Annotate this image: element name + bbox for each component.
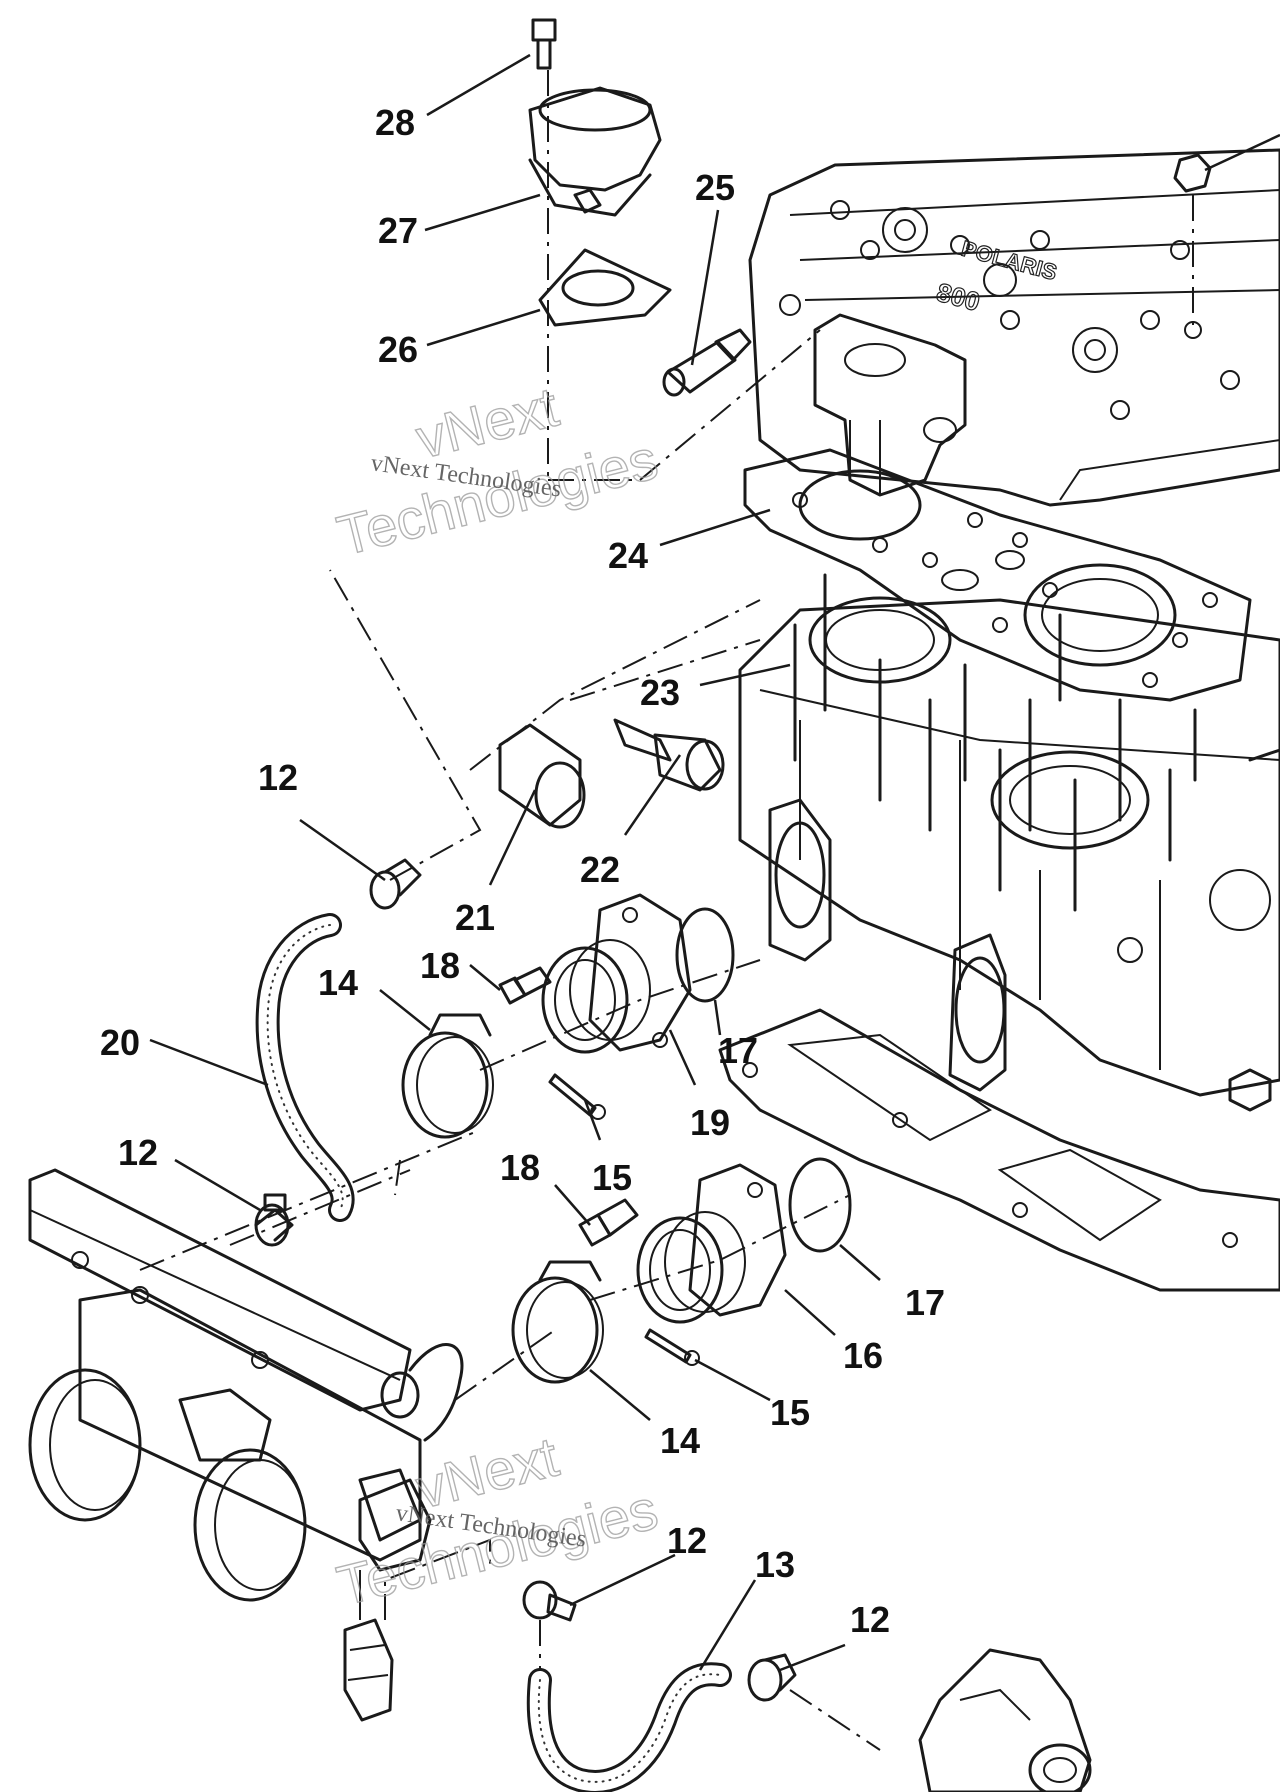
part-26-gasket <box>538 248 672 327</box>
callout-12-top: 12 <box>258 757 298 798</box>
part-23-fitting <box>569 639 761 701</box>
water-pump-housing <box>918 1648 1092 1792</box>
part-21-cap <box>498 723 586 829</box>
cover-emboss-model: 800 <box>933 277 983 317</box>
centerline-tps <box>384 1538 491 1620</box>
callout-23: 23 <box>640 672 680 713</box>
hose-clamp-lower <box>254 1193 294 1247</box>
centerline-throttle-b <box>229 1169 411 1246</box>
nut-top-right <box>1173 133 1280 339</box>
callout-14-lower: 14 <box>660 1420 700 1461</box>
part-20-hose <box>255 913 355 1222</box>
callout-18-upper: 18 <box>420 945 460 986</box>
part-18-screw-lower <box>578 1198 639 1247</box>
part-27-thermostat-cover <box>528 86 662 217</box>
part-13-hose <box>526 1662 732 1792</box>
centerline-throttle-a <box>394 1159 401 1196</box>
water-outlet-housing <box>813 313 967 497</box>
base-gasket <box>718 1008 1280 1292</box>
centerline-throttle-upper <box>139 1129 481 1271</box>
throttle-body-assembly <box>28 1168 464 1722</box>
part-15-screw-upper <box>548 1073 606 1120</box>
part-28-bolt <box>531 18 557 70</box>
centerline-outlet <box>548 329 821 481</box>
callout-27: 27 <box>378 210 418 251</box>
centerline-hose-pump <box>789 1689 881 1751</box>
callout-28: 28 <box>375 102 415 143</box>
part-17-oring-lower <box>788 1157 852 1253</box>
callout-26: 26 <box>378 329 418 370</box>
part-22-sensor <box>613 718 725 792</box>
head-gasket <box>743 448 1252 702</box>
callout-12-bottom-left: 12 <box>667 1520 707 1561</box>
callout-17-lower: 17 <box>905 1282 945 1323</box>
callout-13: 13 <box>755 1544 795 1585</box>
callout-24: 24 <box>608 535 648 576</box>
centerline-boot-upper <box>479 959 761 1071</box>
callout-labels: 28 27 26 25 24 23 22 21 12 20 18 14 17 1… <box>100 102 945 1640</box>
part-19-intake-boot-upper <box>541 893 692 1054</box>
cover-emboss-brand: POLARIS <box>959 236 1060 285</box>
callout-17-upper: 17 <box>718 1030 758 1071</box>
centerline-throttle-c <box>454 1329 556 1401</box>
callout-21: 21 <box>455 897 495 938</box>
hose-clamp-upper <box>369 858 422 910</box>
callout-15-upper: 15 <box>592 1157 632 1198</box>
centerline-sensor <box>469 599 761 771</box>
cylinder-block <box>738 573 1280 1112</box>
centerline-hose-upper <box>329 569 482 881</box>
part-17-oring-upper <box>675 907 735 1003</box>
callout-18-lower: 18 <box>500 1147 540 1188</box>
hose-clamp-bottom-right <box>747 1653 797 1702</box>
part-18-screw-upper <box>498 966 552 1005</box>
part-14-clamp-lower <box>511 1260 604 1384</box>
callout-12-middle: 12 <box>118 1132 158 1173</box>
part-15-screw-lower <box>644 1328 700 1366</box>
part-14-clamp-upper <box>401 1013 494 1139</box>
callout-20: 20 <box>100 1022 140 1063</box>
centerline-boot-lower <box>589 1194 851 1301</box>
leader-lines <box>149 53 881 1672</box>
callout-16: 16 <box>843 1335 883 1376</box>
callout-25: 25 <box>695 167 735 208</box>
callout-22: 22 <box>580 849 620 890</box>
part-25-sensor <box>662 328 752 397</box>
callout-15-lower: 15 <box>770 1392 810 1433</box>
hose-clamp-bottom-left <box>522 1580 577 1622</box>
part-16-intake-boot-lower <box>636 1163 787 1324</box>
callout-19: 19 <box>690 1102 730 1143</box>
callout-14-upper: 14 <box>318 962 358 1003</box>
callout-12-bottom-right: 12 <box>850 1599 890 1640</box>
